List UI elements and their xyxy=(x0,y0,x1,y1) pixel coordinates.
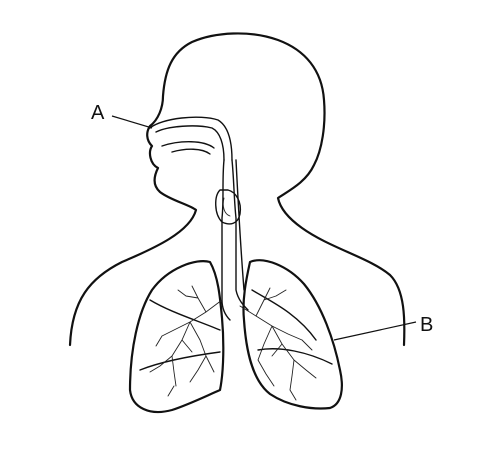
label-b: B xyxy=(420,314,433,336)
left-lung-fissure xyxy=(149,299,221,331)
left-bronchial-tree xyxy=(149,285,223,397)
label-a-leader xyxy=(111,115,153,129)
nasal-cavity xyxy=(149,116,233,161)
right-bronchial-tree xyxy=(239,287,317,401)
larynx-detail xyxy=(222,197,231,217)
label-b-leader xyxy=(333,321,417,341)
left-lung xyxy=(128,260,225,414)
body-outline xyxy=(68,32,406,347)
mouth-cavity-inner xyxy=(171,148,211,155)
right-lung-lobe xyxy=(257,348,333,365)
right-lung-fissure xyxy=(251,289,317,341)
nasal-cavity-inner xyxy=(155,125,225,161)
mouth-cavity xyxy=(161,141,215,149)
larynx xyxy=(215,189,242,225)
right-lung xyxy=(242,259,343,410)
left-lung-lobe xyxy=(139,351,221,371)
esophagus xyxy=(235,159,245,291)
label-a: A xyxy=(91,102,105,124)
trachea-left-wall xyxy=(221,159,231,321)
